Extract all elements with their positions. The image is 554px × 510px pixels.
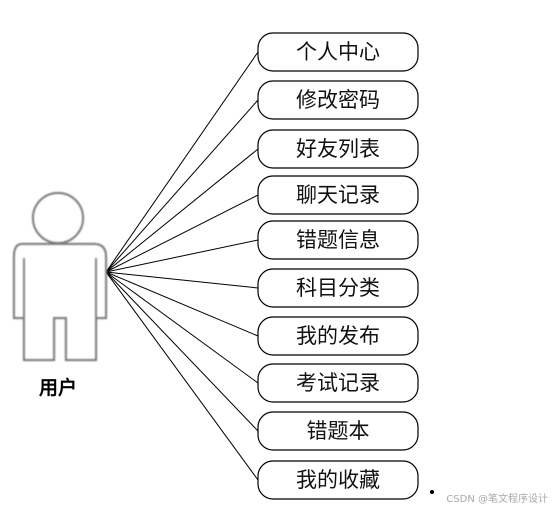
use-case-label: 聊天记录 [296, 183, 380, 207]
use-case-box [257, 363, 419, 403]
use-case-box [257, 220, 419, 260]
association-line [105, 99, 259, 273]
association-line [105, 239, 259, 273]
use-case: 错题本 [257, 411, 419, 451]
use-case: 好友列表 [257, 129, 419, 169]
association-line [105, 271, 259, 337]
use-case-label: 我的收藏 [296, 468, 380, 492]
use-case-label: 科目分类 [296, 276, 380, 300]
use-case: 我的收藏 [257, 460, 419, 500]
use-case-label: 考试记录 [296, 371, 380, 395]
watermark: CSDN @笔文程序设计 [446, 492, 548, 505]
use-case-label: 个人中心 [296, 40, 380, 64]
use-case: 考试记录 [257, 363, 419, 403]
association-line [105, 51, 259, 273]
stray-dot [430, 490, 434, 494]
association-line [105, 148, 259, 273]
use-case-box [257, 129, 419, 169]
actor-head [31, 191, 85, 245]
use-case-label: 错题信息 [296, 228, 380, 252]
actor-figure [12, 191, 108, 362]
use-case-label: 错题本 [307, 419, 370, 443]
use-case-box [257, 411, 419, 451]
association-line [105, 194, 259, 273]
use-case-label: 我的发布 [296, 324, 380, 348]
use-case-box [257, 80, 419, 120]
use-case-label: 好友列表 [296, 137, 380, 161]
use-case-label: 修改密码 [296, 88, 380, 112]
use-case-box [257, 460, 419, 500]
association-line [105, 271, 259, 432]
use-case-box [257, 316, 419, 356]
association-line [105, 271, 259, 289]
use-case: 我的发布 [257, 316, 419, 356]
association-lines [105, 51, 259, 481]
association-line [105, 271, 259, 384]
actor-label: 用户 [39, 376, 77, 399]
actor-body [12, 242, 108, 362]
use-case: 个人中心 [257, 32, 419, 72]
association-line [105, 271, 259, 481]
use-case-box [257, 32, 419, 72]
use-case: 修改密码 [257, 80, 419, 120]
use-case-box [257, 175, 419, 215]
use-case: 科目分类 [257, 268, 419, 308]
use-case: 错题信息 [257, 220, 419, 260]
use-case-box [257, 268, 419, 308]
use-case: 聊天记录 [257, 175, 419, 215]
